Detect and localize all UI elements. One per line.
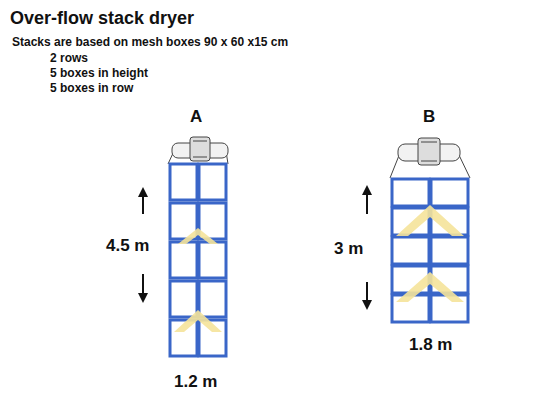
dimension: 1.2 m [174, 372, 217, 392]
fan-b [390, 138, 470, 178]
note: 5 boxes in row [50, 82, 133, 96]
subtitle: Stacks are based on mesh boxes 90 x 60 x… [12, 36, 288, 50]
stack-a [170, 164, 226, 356]
dimension: 4.5 m [106, 236, 149, 256]
stack-b [392, 179, 468, 322]
stack-letter: B [423, 107, 435, 127]
dimension: 1.8 m [409, 335, 452, 355]
note: 2 rows [50, 52, 88, 66]
note: 5 boxes in height [50, 67, 148, 81]
dimension: 3 m [334, 239, 363, 259]
stack-letter: A [190, 107, 202, 127]
airflow-chevron [174, 228, 222, 332]
title: Over-flow stack dryer [10, 8, 194, 29]
airflow-chevron [396, 205, 464, 302]
dimension-arrow [143, 190, 367, 305]
fan-a [168, 137, 228, 164]
